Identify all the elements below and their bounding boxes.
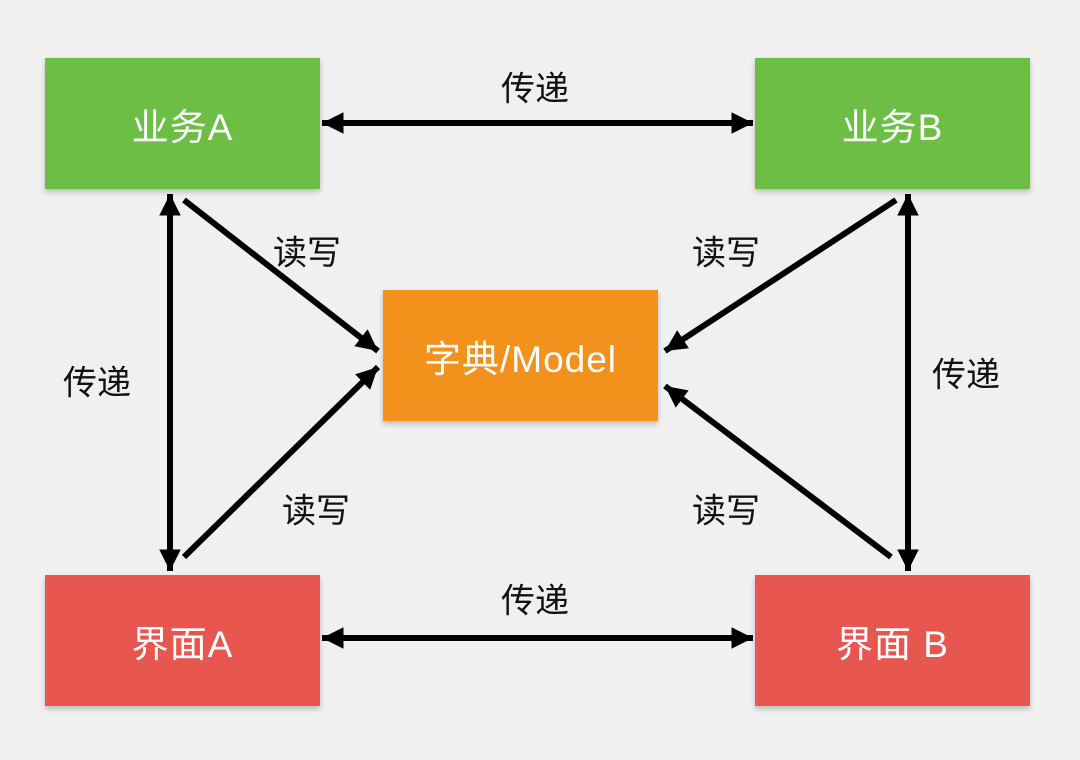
node-model: 字典/Model bbox=[383, 290, 658, 421]
node-business-a-label: 业务A bbox=[131, 106, 234, 148]
node-ui-b-label: 界面 B bbox=[836, 623, 949, 665]
node-ui-a-label: 界面A bbox=[131, 623, 234, 665]
edge-label-transfer-right: 传递 bbox=[932, 356, 1000, 395]
node-business-b-label: 业务B bbox=[841, 106, 944, 148]
edge-label-readwrite-top-left: 读写 bbox=[273, 234, 341, 273]
edge-ui-b-model bbox=[663, 383, 893, 560]
edge-business-b-model bbox=[663, 197, 898, 354]
edge-label-readwrite-bottom-left: 读写 bbox=[282, 492, 350, 531]
edge-label-transfer-bottom: 传递 bbox=[501, 582, 569, 621]
edge-label-transfer-top: 传递 bbox=[501, 70, 569, 109]
edge-label-readwrite-bottom-right: 读写 bbox=[692, 492, 760, 531]
edge-label-readwrite-top-right: 读写 bbox=[692, 234, 760, 273]
node-model-label: 字典/Model bbox=[423, 338, 618, 380]
edge-ui-a-model bbox=[181, 364, 381, 560]
edge-business-a-model bbox=[182, 197, 380, 354]
node-business-a: 业务A bbox=[45, 58, 320, 189]
edge-label-transfer-left: 传递 bbox=[63, 364, 131, 403]
node-ui-b: 界面 B bbox=[755, 575, 1030, 706]
node-business-b: 业务B bbox=[755, 58, 1030, 189]
node-ui-a: 界面A bbox=[45, 575, 320, 706]
